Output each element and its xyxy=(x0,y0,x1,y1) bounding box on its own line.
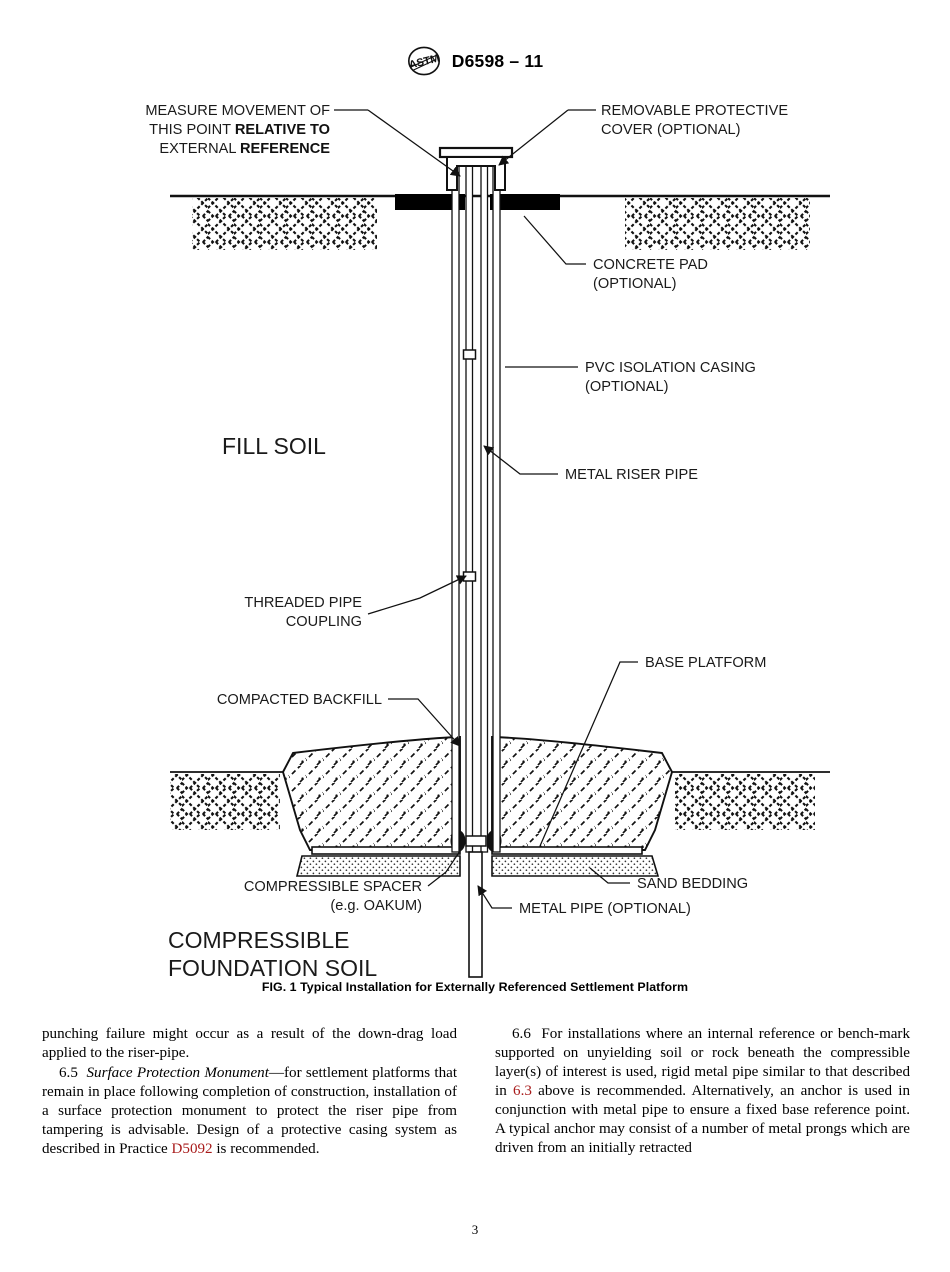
label-pad-line2: (OPTIONAL) xyxy=(593,276,677,292)
astm-logo-icon: ASTM xyxy=(407,46,441,76)
settlement-platform-diagram: MEASURE MOVEMENT OF THIS POINT RELATIVE … xyxy=(145,103,830,981)
left-column: punching failure might occur as a result… xyxy=(42,1025,457,1190)
section-text-b: is recommended. xyxy=(212,1141,320,1158)
label-cover-line1: REMOVABLE PROTECTIVE xyxy=(601,103,788,119)
label-measure-line2: THIS POINT RELATIVE TO xyxy=(149,122,330,138)
label-metal-pipe-optional: METAL PIPE (OPTIONAL) xyxy=(519,901,691,917)
paragraph-6-5: 6.5 Surface Protection Monument—for sett… xyxy=(42,1064,457,1159)
label-coupling-line1: THREADED PIPE xyxy=(244,595,362,611)
figure-1: MEASURE MOVEMENT OF THIS POINT RELATIVE … xyxy=(0,86,950,996)
label-spacer-line2: (e.g. OAKUM) xyxy=(330,898,422,914)
figure-caption: FIG. 1 Typical Installation for External… xyxy=(261,980,689,994)
label-foundation-line2: FOUNDATION SOIL xyxy=(168,955,377,981)
section-text-b: above is recommended. Alternatively, an … xyxy=(495,1083,911,1157)
sand-bedding xyxy=(295,855,660,877)
pvc-isolation-casing xyxy=(451,163,501,853)
section-number: 6.5 xyxy=(59,1065,78,1082)
standard-designation: D6598 – 11 xyxy=(451,50,544,71)
label-foundation-line1: COMPRESSIBLE xyxy=(168,927,350,953)
right-column: 6.6 For installations where an internal … xyxy=(495,1025,910,1190)
native-ground-hatch xyxy=(170,198,815,830)
paragraph-6-6: 6.6 For installations where an internal … xyxy=(495,1025,910,1158)
section-number: 6.6 xyxy=(512,1026,531,1042)
label-metal-riser-pipe: METAL RISER PIPE xyxy=(565,467,698,483)
label-fill-soil: FILL SOIL xyxy=(222,433,326,459)
body-columns: punching failure might occur as a result… xyxy=(42,1025,910,1190)
label-casing-line2: (OPTIONAL) xyxy=(585,379,669,395)
cross-reference-6-3[interactable]: 6.3 xyxy=(513,1083,532,1100)
page-header: ASTM D6598 – 11 xyxy=(0,46,950,76)
page-number: 3 xyxy=(471,1222,479,1237)
label-pad-line1: CONCRETE PAD xyxy=(593,257,708,273)
concrete-pad xyxy=(395,194,560,210)
label-cover-line2: COVER (OPTIONAL) xyxy=(601,122,740,138)
removable-protective-cover xyxy=(438,146,514,191)
metal-riser-pipe xyxy=(465,159,489,853)
label-measure-line1: MEASURE MOVEMENT OF xyxy=(145,103,330,119)
label-casing-line1: PVC ISOLATION CASING xyxy=(585,360,756,376)
section-text-a: —for settlement platforms that remain in… xyxy=(42,1065,458,1158)
label-spacer-line1: COMPRESSIBLE SPACER xyxy=(244,879,422,895)
label-coupling-line2: COUPLING xyxy=(286,614,362,630)
section-title: Surface Protection Monument xyxy=(86,1065,269,1082)
label-sand-bedding: SAND BEDDING xyxy=(637,876,748,892)
section-text-a: For installations where an internal refe… xyxy=(495,1026,911,1100)
compacted-backfill xyxy=(281,736,674,851)
label-measure-line3: EXTERNAL REFERENCE xyxy=(159,141,330,157)
leader-lines xyxy=(334,109,638,909)
label-base-platform: BASE PLATFORM xyxy=(645,655,766,671)
metal-pipe-optional xyxy=(468,851,483,978)
figure-labels: MEASURE MOVEMENT OF THIS POINT RELATIVE … xyxy=(145,103,788,981)
label-compacted-backfill: COMPACTED BACKFILL xyxy=(217,692,382,708)
cross-reference-d5092[interactable]: D5092 xyxy=(171,1141,213,1158)
paragraph-continuation: punching failure might occur as a result… xyxy=(42,1026,457,1062)
